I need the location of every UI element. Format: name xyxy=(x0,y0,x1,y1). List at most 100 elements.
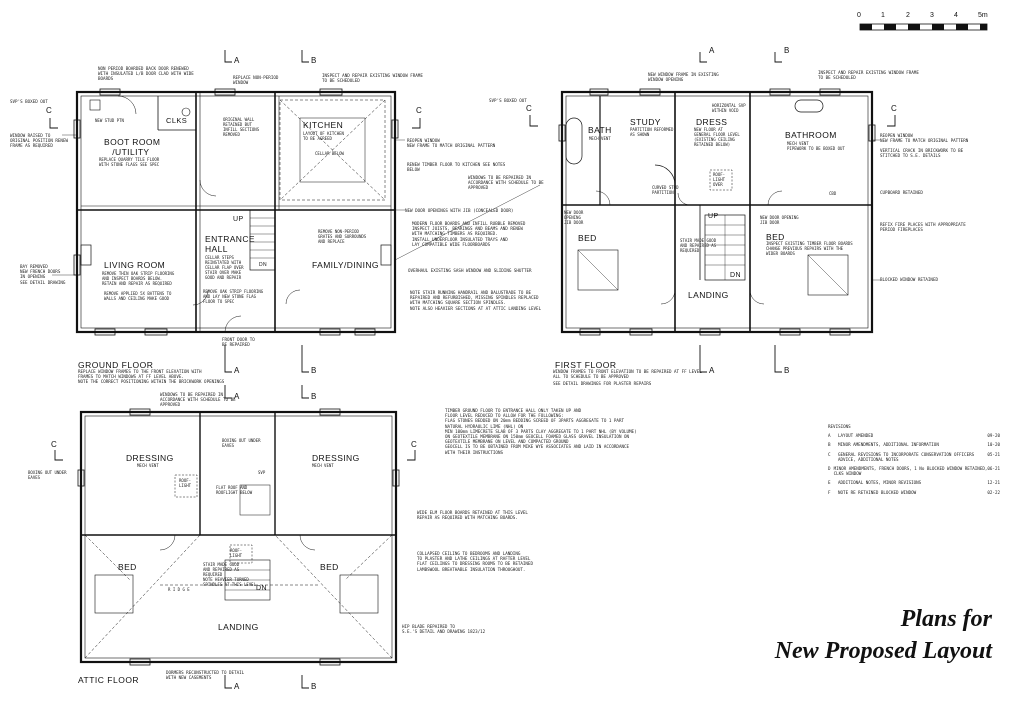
note: SVP'S BOXED OUT xyxy=(10,99,48,104)
note: REOPEN WINDOW NEW FRAME TO MATCH ORIGINA… xyxy=(407,138,496,149)
revision-text: MINOR AMENDMENTS, FRENCH DOORS, 1 No BLO… xyxy=(833,466,988,477)
section-mark-a: A xyxy=(234,682,240,691)
note: INSPECT AND REPAIR EXISTING WINDOW FRAME… xyxy=(322,73,423,84)
note: WINDOW RAISED TO ORIGINAL POSITION RENEW… xyxy=(10,133,68,149)
section-mark-c: C xyxy=(416,106,422,115)
section-mark-b: B xyxy=(311,56,317,65)
section-mark-b: B xyxy=(311,392,317,401)
scale-label: 4 xyxy=(954,12,958,19)
new-door-note: NEW DOOR OPENING JIB DOOR xyxy=(760,215,799,225)
note: BAY REMOVED NEW FRENCH DOORS IN OPENING … xyxy=(20,264,66,285)
stair-down-label: DN xyxy=(259,262,268,268)
revision-text: NOTE RE RETAINED BLOCKED WINDOW xyxy=(838,489,917,495)
cellar-below-label: CELLAR BELOW xyxy=(315,151,344,156)
room-dress: DRESS xyxy=(696,117,728,127)
section-mark-b: B xyxy=(311,366,317,375)
stair-up-label: UP xyxy=(233,216,244,223)
note: WINDOW FRAMES TO FRONT ELEVATION TO BE R… xyxy=(553,369,702,380)
mech-vent-label: MECH VENT xyxy=(137,463,159,468)
mech-vent-label: MECH VENT xyxy=(312,463,334,468)
note: TIMBER GROUND FLOOR TO ENTRANCE HALL ONL… xyxy=(445,408,637,455)
note: COLLAPSED CEILING TO BEDROOMS AND LANDIN… xyxy=(417,551,533,572)
note: MODERN FLOOR BOARDS AND INFILL RUBBLE RE… xyxy=(412,221,526,247)
note: SVP'S BOXED OUT xyxy=(489,98,527,103)
stair-up-label: UP xyxy=(708,213,719,220)
first-floor-label: FIRST FLOOR xyxy=(555,360,617,370)
stair-note: STAIR MADE GOOD AND REPAIRED AS REQUIRED xyxy=(680,238,717,253)
section-mark-b: B xyxy=(784,46,790,55)
bathroom-note: MECH VENT PIPEWORK TO BE BOXED OUT xyxy=(787,141,845,151)
note: FRONT DOOR TO BE REPAIRED xyxy=(222,337,255,348)
attic-floor-plan xyxy=(77,408,400,666)
room-boot-room: BOOT ROOM /UTILITY xyxy=(104,137,161,157)
revision-code: C xyxy=(828,451,831,457)
scale-label: 0 xyxy=(857,12,861,19)
scale-bar-graphic xyxy=(859,23,988,31)
note: NEW WINDOW FRAME IN EXISTING WINDOW OPEN… xyxy=(648,72,719,83)
cbd-label: CBD xyxy=(829,191,837,196)
ground-floor-label: GROUND FLOOR xyxy=(78,360,154,370)
note: REPLACE WINDOW FRAMES TO THE FRONT ELEVA… xyxy=(78,369,225,385)
revision-date: 06-21 xyxy=(987,466,1000,472)
section-mark-b: B xyxy=(784,366,790,375)
attic-floor-label: ATTIC FLOOR xyxy=(78,675,140,685)
note: DORMERS RECONSTRUCTED TO DETAIL WITH NEW… xyxy=(166,670,245,681)
family-dining-note: REMOVE NON-PERIOD GRATES AND SURROUNDS A… xyxy=(318,229,367,244)
note: RENEW TIMBER FLOOR TO KITCHEN SEE NOTES … xyxy=(407,162,506,173)
kitchen-note: LAYOUT OF KITCHEN TO BE AGREED xyxy=(303,131,344,141)
section-mark-c: C xyxy=(526,104,532,113)
note: WIDE ELM FLOOR BOARDS RETAINED AT THIS L… xyxy=(417,510,528,521)
room-living-room: LIVING ROOM xyxy=(104,260,166,270)
drawing-title-line2: New Proposed Layout xyxy=(774,638,992,664)
note: REOPEN WINDOW NEW FRAME TO MATCH ORIGINA… xyxy=(880,133,969,144)
section-mark-a: A xyxy=(234,56,240,65)
stud-partition-note: NEW STUD PTN xyxy=(95,118,124,123)
note: CUPBOARD RETAINED xyxy=(880,190,923,195)
revision-text: ADDITIONAL NOTES, MINOR REVISIONS xyxy=(838,480,922,486)
note: OVERHAUL EXISTING SASH WINDOW AND SLIDIN… xyxy=(408,268,532,273)
svp-note: HORIZONTAL SVP WITHIN VOID xyxy=(712,103,746,113)
note: NON PERIOD BOARDED BACK DOOR RENEWED WIT… xyxy=(98,66,194,82)
section-mark-a: A xyxy=(234,366,240,375)
room-kitchen: KITCHEN xyxy=(303,120,344,130)
section-mark-a: A xyxy=(234,392,240,401)
ground-floor-plan xyxy=(73,88,399,336)
note: REFIX FIRE PLACES WITH APPROPRIATE PERIO… xyxy=(880,222,966,233)
scale-label: 2 xyxy=(906,12,910,19)
ridge-label: R I D G E xyxy=(168,587,190,592)
wall-note: ORIGINAL WALL RETAINED BUT INFILL SECTIO… xyxy=(223,117,260,137)
note: WINDOWS TO BE REPAIRED IN ACCORDANCE WIT… xyxy=(160,392,236,408)
revision-date: 10-20 xyxy=(987,442,1000,448)
revision-date: 12-21 xyxy=(987,480,1000,486)
scale-label: 3 xyxy=(930,12,934,19)
room-study: STUDY xyxy=(630,117,661,127)
room-dressing: DRESSING xyxy=(312,453,360,463)
room-entrance-hall: ENTRANCE HALL xyxy=(205,234,255,254)
revision-date: 09-20 xyxy=(987,433,1000,439)
scale-label: 5m xyxy=(978,12,988,19)
living-room-note: REMOVE THIN OAK STRIP FLOORING AND INSPE… xyxy=(102,271,175,286)
note: BLOCKED WINDOW RETAINED xyxy=(880,277,938,282)
stair-note: STAIR MADE GOOD AND REPAIRED AS REQUIRED… xyxy=(203,562,256,587)
revision-text: MINOR AMENDMENTS, ADDITIONAL INFORMATION xyxy=(838,442,939,448)
room-clks: CLKS xyxy=(166,116,188,125)
note: HIP BLADE REPAIRED TO S.E.'S DETAIL AND … xyxy=(402,624,486,635)
boot-room-note: REPLACE QUARRY TILE FLOOR WITH STONE FLA… xyxy=(99,157,160,167)
section-mark-c: C xyxy=(891,104,897,113)
room-landing: LANDING xyxy=(688,290,729,300)
new-door-note: NEW DOOR OPENING JIB DOOR xyxy=(564,210,584,225)
section-mark-a: A xyxy=(709,366,715,375)
curved-stud-note: CURVED STUD PARTITION xyxy=(652,185,679,195)
svp-label: SVP xyxy=(258,470,266,475)
room-bed: BED xyxy=(578,233,597,243)
note: REPLACE NON-PERIOD WINDOW xyxy=(233,75,279,86)
revision-code: F xyxy=(828,489,831,495)
room-bed: BED xyxy=(320,562,339,572)
room-bed: BED xyxy=(118,562,137,572)
